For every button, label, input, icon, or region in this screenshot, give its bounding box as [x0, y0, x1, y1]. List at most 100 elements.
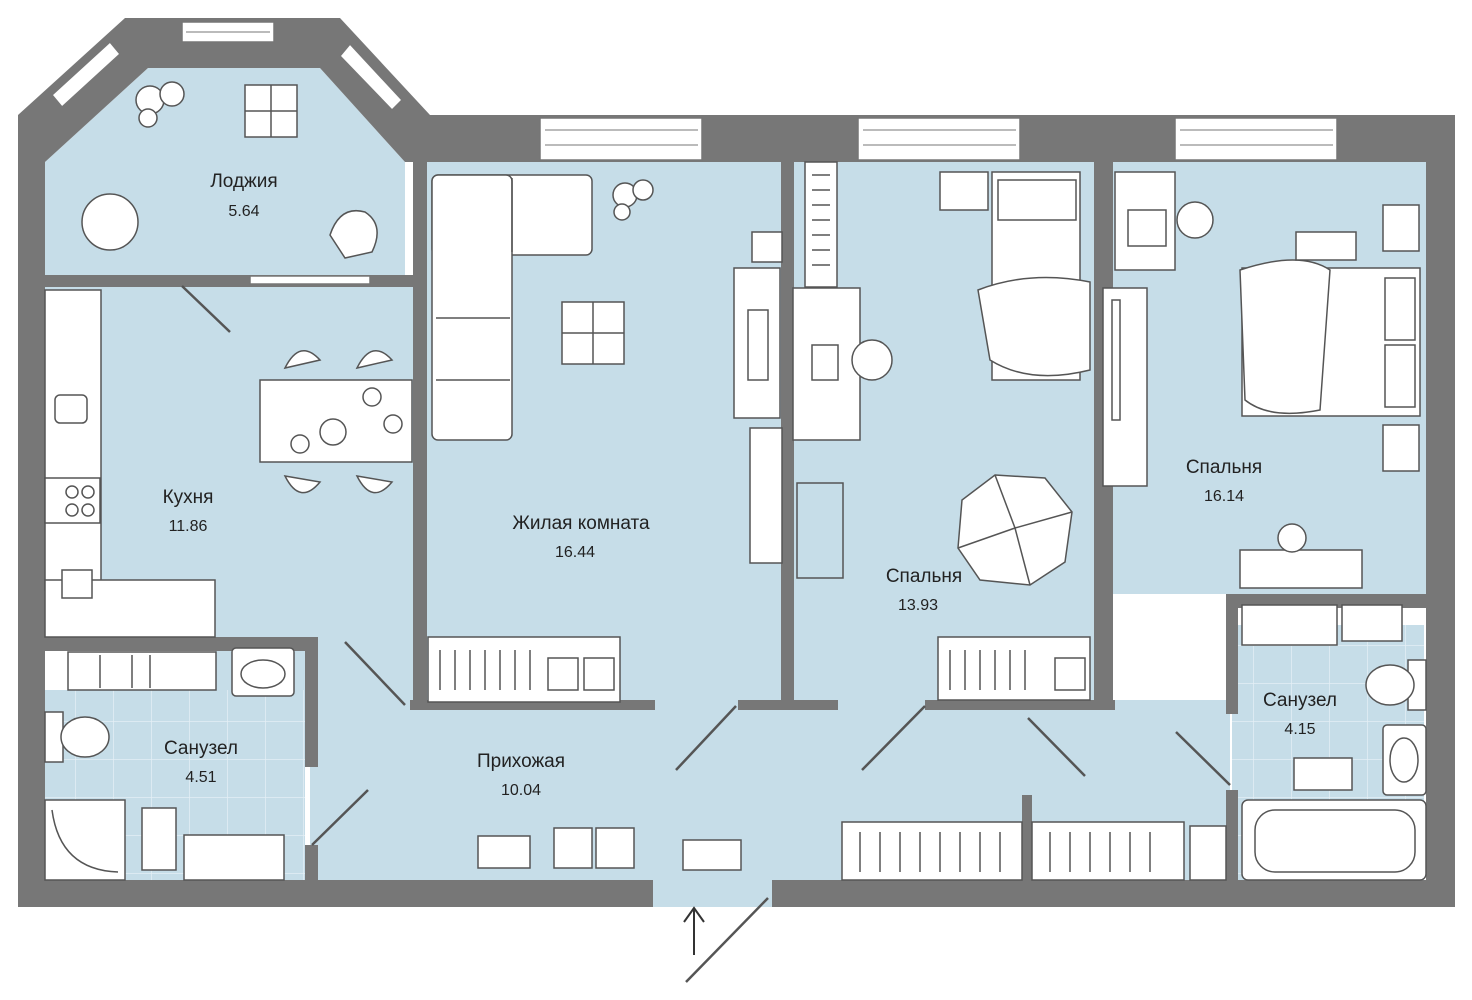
window-loggia-left: [50, 40, 122, 109]
right-outer-wall: [1426, 115, 1455, 907]
room-name-bedroom1: Спальня: [886, 566, 962, 587]
room-name-living: Жилая комната: [512, 513, 650, 534]
bath2-cabinet: [1341, 604, 1403, 642]
bath-mat: [141, 807, 177, 871]
window-bedroom2: [1174, 117, 1338, 161]
room-area-living: 16.44: [555, 544, 595, 561]
bath1-cabinet: [67, 651, 217, 691]
room-name-loggia: Лоджия: [210, 171, 277, 192]
wall-rack: [796, 482, 844, 579]
plant-icon: [612, 179, 654, 221]
tv-unit: [1102, 287, 1148, 487]
living-hall-wall-2: [738, 700, 838, 710]
shelf-wall: [804, 161, 838, 288]
bedroom-hall-wall: [925, 700, 1115, 710]
shoe-rack: [595, 827, 635, 869]
living-hall-wall: [410, 700, 655, 710]
nightstand: [1382, 204, 1420, 252]
bath1-right-wall: [305, 637, 318, 767]
living-bedroom-wall: [781, 162, 794, 700]
room-area-bedroom1: 13.93: [898, 597, 938, 614]
room-area-kitchen: 11.86: [169, 518, 208, 535]
loggia-outer-wall: [18, 18, 430, 162]
loggia-furniture: [81, 81, 378, 259]
windows: [50, 21, 1338, 285]
room-name-bedroom2: Спальня: [1186, 457, 1262, 478]
entrance-arrow-icon: [683, 906, 705, 955]
door-living: [675, 705, 737, 771]
door-loggia: [181, 285, 231, 333]
shower-corner: [44, 799, 126, 881]
nightstand: [1382, 424, 1420, 472]
window-loggia-right: [338, 42, 404, 112]
desk-chair-icon: [851, 339, 893, 381]
hall-furniture: [477, 821, 1227, 881]
kitchen-living-wall: [413, 162, 427, 707]
bath2-shelf: [1241, 604, 1338, 646]
laptop: [1127, 209, 1167, 247]
nightstand: [939, 171, 989, 211]
bed-icon: [977, 171, 1091, 381]
bath1-right-wall-low: [305, 845, 318, 885]
room-labels: Лоджия 5.64 Кухня 11.86 Жилая комната 16…: [163, 171, 1337, 799]
hall-cabinet: [1189, 825, 1227, 881]
door-bath2: [1175, 731, 1231, 786]
shoe-rack: [553, 827, 593, 869]
door-bedroom1: [861, 705, 926, 771]
bath2-left-wall: [1226, 594, 1238, 714]
entrance-floor: [652, 875, 772, 907]
window-living: [539, 117, 703, 161]
room-area-bath1: 4.51: [185, 769, 216, 786]
washing-machine: [183, 834, 285, 881]
bed-icon: [1239, 259, 1421, 417]
doors: [181, 285, 1231, 983]
toilet-icon: [44, 711, 110, 763]
desk-chair-icon: [1176, 201, 1214, 239]
door-entrance: [685, 897, 769, 983]
plant-icon: [135, 81, 185, 128]
plant-icon: [1277, 523, 1307, 553]
room-name-bath2: Санузел: [1263, 690, 1337, 711]
bottom-wall-left: [18, 880, 653, 907]
left-outer-wall: [18, 115, 45, 907]
kitchen-furniture: [44, 289, 413, 638]
round-chair-icon: [81, 193, 139, 251]
room-name-bath1: Санузел: [164, 738, 238, 759]
bookshelf-tall: [749, 427, 783, 564]
armchair-icon: [329, 210, 378, 259]
bedroom1-furniture: [792, 161, 1091, 701]
hall-wardrobe-left: [841, 821, 1023, 881]
bedroom2-furniture: [1102, 171, 1421, 589]
shoe-mat: [477, 835, 531, 869]
door-bath1: [311, 789, 369, 846]
room-area-bath2: 4.15: [1284, 721, 1315, 738]
door-mat: [682, 839, 742, 871]
sink-icon: [54, 394, 93, 599]
window-bedroom1: [857, 117, 1021, 161]
bath2-fixtures: [1241, 604, 1427, 881]
bath2-left-wall-low: [1226, 790, 1238, 882]
bookshelf-small: [751, 231, 783, 263]
bath1-fixtures: [44, 647, 295, 881]
room-area-bedroom2: 16.14: [1204, 488, 1244, 505]
chair-icon: [283, 350, 394, 494]
bottom-wall-right: [772, 880, 1455, 907]
kitchen-counter: [44, 289, 102, 591]
toilet-icon: [1365, 659, 1427, 711]
sofa-icon: [431, 174, 593, 441]
door-kitchen: [344, 641, 406, 706]
room-area-hall: 10.04: [501, 782, 541, 799]
room-name-hall: Прихожая: [477, 751, 565, 772]
dresser: [1239, 549, 1363, 589]
closet-divider: [1022, 795, 1032, 880]
door-closet: [1027, 717, 1086, 777]
stove-icon: [44, 477, 101, 524]
hall-wardrobe-right: [1031, 821, 1185, 881]
tv: [747, 309, 769, 381]
window-loggia-inner: [249, 275, 371, 285]
slippers-mat: [1295, 231, 1357, 261]
room-area-loggia: 5.64: [228, 203, 259, 220]
room-name-kitchen: Кухня: [163, 487, 214, 508]
bath-mat: [1293, 757, 1353, 791]
